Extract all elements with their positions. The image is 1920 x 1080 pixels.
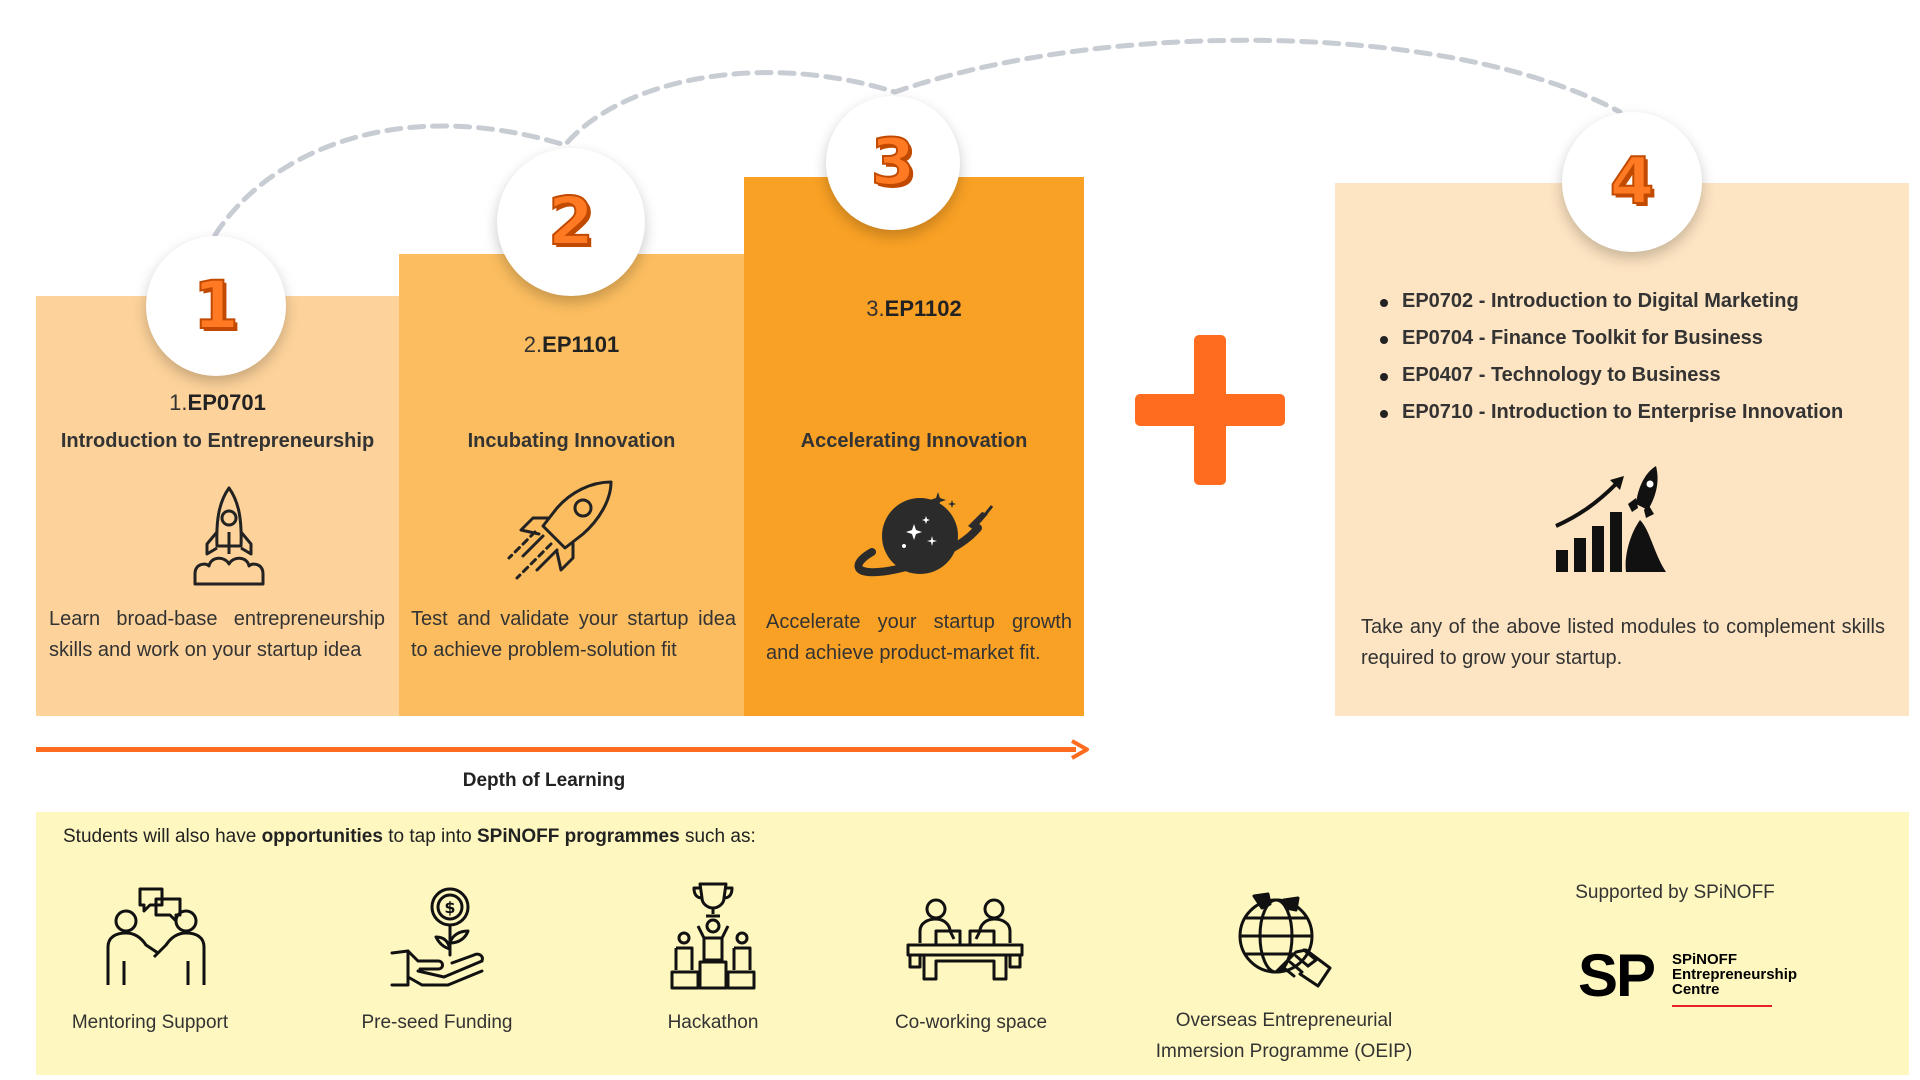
step-3-code: 3.EP1102	[744, 296, 1084, 322]
step-3-code-text: EP1102	[884, 296, 962, 321]
elective-module-list: EP0702 - Introduction to Digital Marketi…	[1378, 290, 1843, 438]
intro-text: Students will also have	[63, 826, 262, 847]
step-2-code: 2.EP1101	[399, 332, 744, 358]
programmes-intro: Students will also have opportunities to…	[63, 826, 756, 848]
step-4-badge: 4	[1562, 112, 1702, 252]
step-2-description: Test and validate your startup idea to a…	[411, 608, 736, 661]
step-2-code-text: EP1101	[542, 332, 620, 357]
dashed-path-connector	[212, 37, 1623, 238]
funding-label: Pre-seed Funding	[361, 1012, 513, 1033]
oeip-label: Overseas Entrepreneurial Immersion Progr…	[1124, 1005, 1444, 1067]
step-4-number: 4	[1609, 145, 1656, 219]
oeip-label-line2: Immersion Programme (OEIP)	[1155, 1041, 1413, 1062]
step-4-panel	[1335, 183, 1909, 716]
globe-handshake-icon	[1238, 892, 1332, 988]
logo-line2: Entrepreneurship	[1672, 966, 1798, 983]
step-1-title: Introduction to Entrepreneurship	[60, 430, 375, 452]
step-2-number: 2	[547, 183, 595, 260]
module-item: EP0702 - Introduction to Digital Marketi…	[1378, 290, 1843, 327]
coworking-label: Co-working space	[894, 1012, 1048, 1033]
intro-bold-spinoff: SPiNOFF programmes	[476, 826, 680, 847]
step-3-prefix: 3.	[866, 296, 885, 321]
rocket-launch-icon	[193, 486, 265, 586]
svg-text:$: $	[444, 898, 455, 917]
intro-text: such as:	[679, 826, 756, 847]
coworking-icon	[906, 898, 1024, 981]
hackathon-label: Hackathon	[667, 1012, 759, 1033]
arrow-right-icon	[1071, 739, 1089, 760]
step-4-description: Take any of the above listed modules to …	[1361, 616, 1885, 669]
step-2-title: Incubating Innovation	[467, 430, 676, 452]
module-item: EP0710 - Introduction to Enterprise Inno…	[1378, 401, 1843, 438]
sp-logo-letters: SP	[1578, 942, 1656, 1009]
depth-of-learning-label: Depth of Learning	[462, 770, 626, 791]
planet-rocket-icon	[854, 492, 994, 577]
step-1-prefix: 1.	[169, 390, 188, 415]
mentoring-icon	[106, 887, 206, 985]
mentoring-label: Mentoring Support	[71, 1012, 229, 1033]
module-item: EP0407 - Technology to Business	[1378, 364, 1843, 401]
logo-line3: Centre	[1672, 981, 1720, 998]
step-1-code-text: EP0701	[187, 390, 266, 415]
step-2-prefix: 2.	[523, 332, 543, 357]
spinoff-logo-text: SPiNOFF Entrepreneurship Centre	[1672, 952, 1797, 997]
oeip-label-line1: Overseas Entrepreneurial	[1175, 1010, 1393, 1031]
depth-arrow-line	[36, 747, 1076, 752]
step-2-panel	[399, 254, 744, 716]
step-1-number: 1	[192, 267, 240, 344]
hackathon-icon	[670, 882, 756, 990]
step-1-description: Learn broad-base entrepreneurship skills…	[49, 608, 385, 661]
module-item: EP0704 - Finance Toolkit for Business	[1378, 327, 1843, 364]
step-3-title: Accelerating Innovation	[800, 430, 1028, 452]
step-3-badge: 3	[826, 96, 960, 230]
growth-chart-rocket-icon	[1555, 466, 1666, 572]
intro-bold-opportunities: opportunities	[261, 826, 383, 847]
intro-text: to tap into	[382, 826, 477, 847]
step-2-badge: 2	[497, 148, 645, 296]
logo-line1: SPiNOFF	[1672, 951, 1738, 968]
supported-by-label: Supported by SPiNOFF	[1575, 882, 1775, 903]
step-3-description: Accelerate your startup growth and achie…	[766, 611, 1072, 664]
step-1-code: 1.EP0701	[36, 390, 399, 416]
logo-underline	[1672, 1005, 1772, 1007]
step-1-badge: 1	[146, 236, 286, 376]
step-3-number: 3	[870, 126, 917, 200]
step-3-panel	[744, 177, 1084, 716]
rocket-flying-icon	[507, 480, 613, 580]
funding-icon: $	[390, 887, 484, 987]
plus-icon	[1135, 335, 1285, 485]
